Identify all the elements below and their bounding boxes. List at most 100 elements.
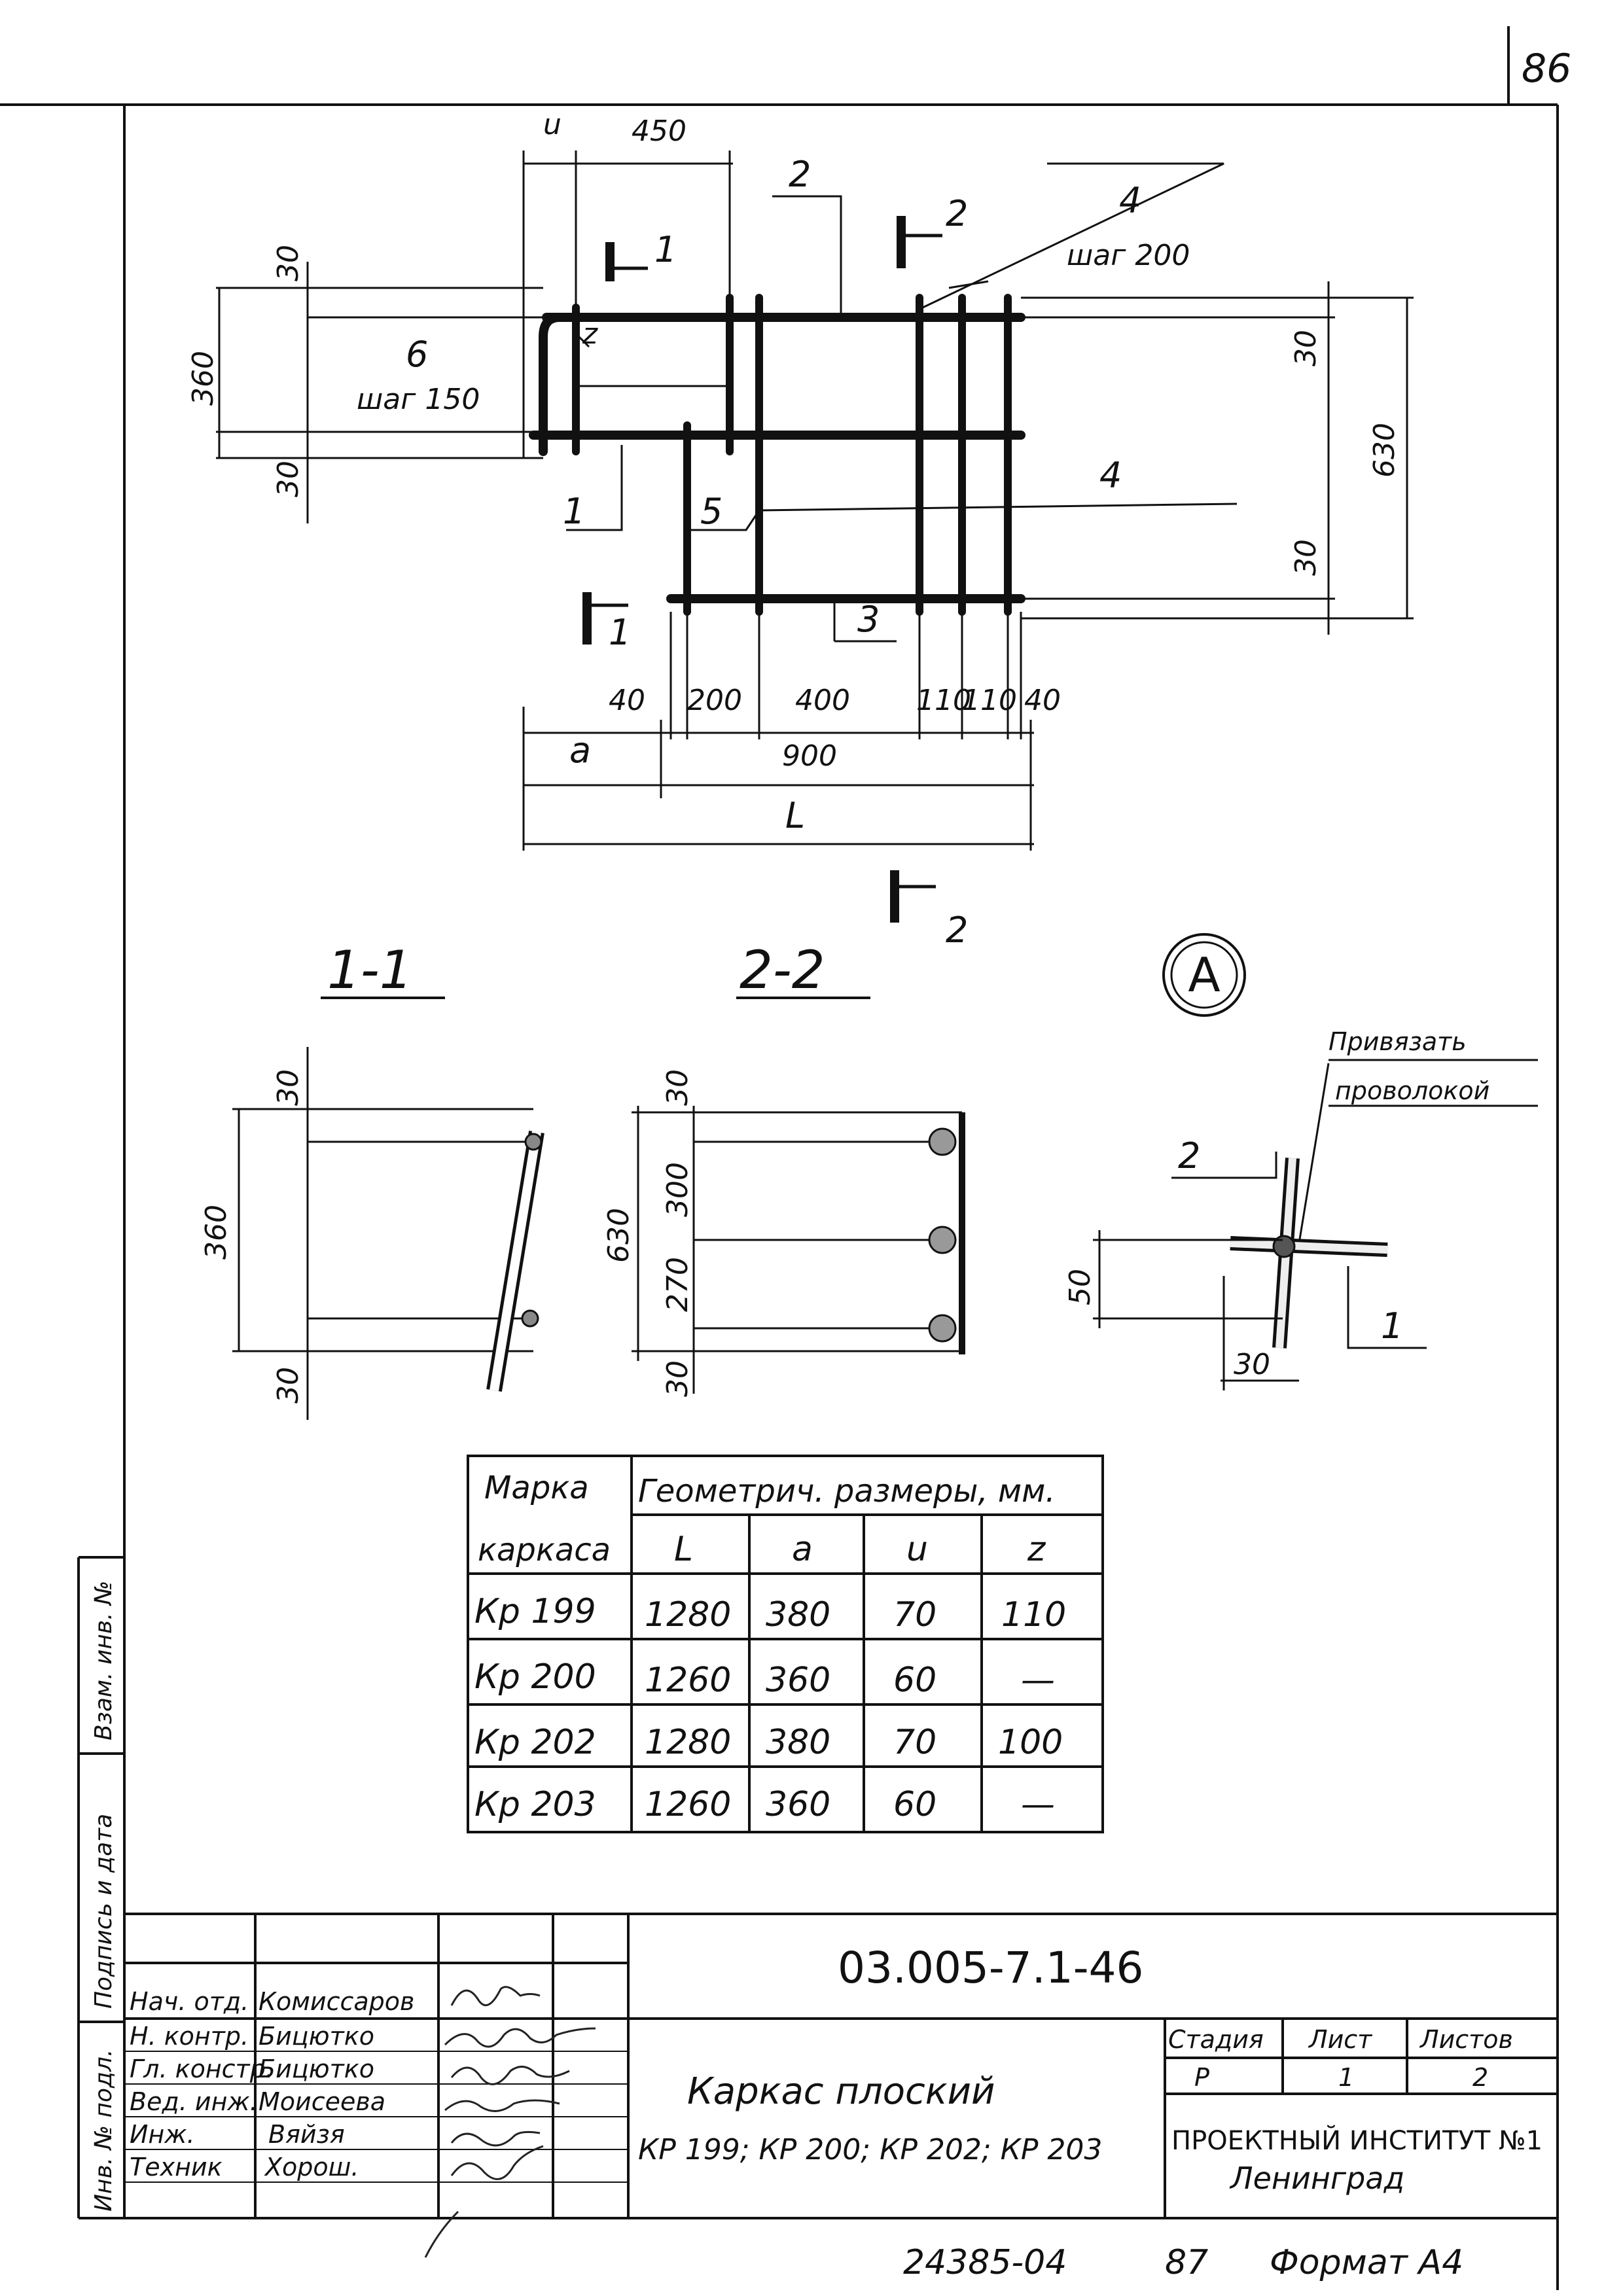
sheet-header: Лист (1308, 2025, 1373, 2054)
table-header-mark-line2: каркаса (478, 1532, 611, 1568)
detail-a-note-line1: Привязать (1329, 1027, 1467, 1056)
table-cell: 60 (893, 1785, 936, 1824)
section-2-2-title: 2-2 (740, 940, 825, 1000)
section-markers (582, 216, 942, 923)
role-engineer: Инж. (130, 2120, 195, 2149)
section-marker-2-bottom: 2 (946, 910, 968, 951)
drawing-title-line2: КР 199; КР 200; КР 202; КР 203 (638, 2133, 1102, 2166)
dim-900: 900 (782, 739, 837, 773)
side-stamp-original-inv: Инв. № подл. (90, 2049, 117, 2212)
name-lead-engineer: Моисеева (259, 2087, 385, 2116)
footer: 24385-04 87 Формат А4 (903, 2243, 1463, 2282)
signatures (424, 1986, 596, 2258)
dim-bottom-400: 400 (795, 684, 850, 717)
role-technician: Техник (130, 2153, 223, 2181)
sheets-value: 2 (1472, 2063, 1488, 2092)
stage-value: Р (1194, 2063, 1209, 2092)
detail-a-dim-50: 50 (1063, 1269, 1097, 1305)
dim-right-30-top: 30 (1289, 330, 1323, 366)
table-row: Кр 203 1260 360 60 — (474, 1785, 1055, 1824)
section-2-2-bar-2 (928, 1226, 957, 1254)
dim-right-630: 630 (1368, 423, 1401, 478)
dim-bottom-200: 200 (687, 684, 742, 717)
table-cell: Кр 200 (474, 1657, 596, 1697)
table-header-mark-line1: Марка (484, 1470, 589, 1506)
table-row: Кр 200 1260 360 60 — (474, 1657, 1055, 1700)
plan-view: u 450 30 360 30 30 630 30 40 200 400 110… (187, 108, 1414, 951)
section-2-2-dim-30-bottom: 30 (661, 1360, 694, 1397)
name-standards-control: Бицютко (259, 2022, 374, 2051)
detail-a-dim-30: 30 (1234, 1348, 1270, 1381)
detail-a-circle-inner (1170, 941, 1238, 1009)
page-number: 86 (1522, 46, 1571, 92)
dim-left-30-top: 30 (272, 245, 305, 281)
side-stamp-replacement-inv: Взам. инв. № (90, 1581, 117, 1740)
name-engineer: Вяйзя (268, 2120, 345, 2149)
dim-right-30-bottom: 30 (1289, 539, 1323, 576)
position-6: 6 (406, 334, 428, 375)
dim-top-u: u (543, 108, 562, 141)
table-cell: 1280 (645, 1595, 731, 1634)
table-cell: 360 (766, 1661, 830, 1700)
detail-a: A Привязать проволокой 2 1 50 30 (1063, 933, 1538, 1390)
dim-bottom-40-right: 40 (1024, 684, 1061, 717)
table-row: Кр 202 1280 380 70 100 (474, 1723, 1063, 1762)
section-2-2-dim-300: 300 (661, 1162, 694, 1217)
section-1-1: 1-1 30 360 30 (200, 940, 544, 1420)
section-2-2: 2-2 30 300 630 270 30 (602, 940, 965, 1397)
dim-left-30-bottom: 30 (272, 461, 305, 497)
dim-a: a (569, 730, 591, 771)
position-5: 5 (700, 491, 722, 532)
section-marker-2-top: 2 (946, 193, 968, 234)
role-chief-designer: Гл. констр. (130, 2055, 274, 2083)
detail-a-circle-outer (1162, 933, 1246, 1017)
dim-L: L (785, 795, 805, 836)
table-cell: 1260 (645, 1785, 731, 1824)
sheet-value: 1 (1338, 2063, 1354, 2092)
table-cell: — (1021, 1785, 1055, 1824)
step-200: шаг 200 (1067, 239, 1190, 272)
side-stamp: Взам. инв. № Подпись и дата Инв. № подл. (77, 1556, 124, 2219)
name-technician: Хорош. (264, 2153, 359, 2181)
table-subheader-L: L (674, 1530, 693, 1569)
table-cell: 1280 (645, 1723, 731, 1762)
archive-number: 24385-04 (903, 2243, 1067, 2282)
table-subheader-u: u (906, 1530, 928, 1569)
table-cell: Кр 199 (474, 1592, 596, 1631)
position-4-mid: 4 (1099, 455, 1122, 496)
dim-bottom-40-left: 40 (609, 684, 645, 717)
table-header-group: Геометрич. размеры, мм. (638, 1473, 1056, 1510)
section-2-2-dim-270: 270 (661, 1257, 694, 1312)
title-block: 03.005-7.1-46 Нач. отд. Н. контр. Гл. ко… (124, 1913, 1558, 2258)
paper-format: Формат А4 (1270, 2243, 1463, 2282)
section-marker-1-bottom: 1 (609, 612, 631, 653)
table-cell: Кр 202 (474, 1723, 596, 1762)
section-2-2-dim-30-top: 30 (661, 1069, 694, 1106)
role-standards-control: Н. контр. (130, 2022, 249, 2051)
table-row: Кр 199 1280 380 70 110 (474, 1592, 1066, 1634)
table-subheader-a: a (792, 1530, 813, 1569)
side-stamp-signature-date: Подпись и дата (90, 1814, 117, 2009)
section-1-1-bar-bottom (521, 1309, 539, 1328)
section-2-2-bar-3 (928, 1314, 957, 1343)
role-lead-engineer: Вед. инж. (130, 2087, 258, 2116)
plan-bars (529, 294, 1026, 616)
dimensions-table: Марка каркаса Геометрич. размеры, мм. L … (467, 1455, 1104, 1833)
stage-header: Стадия (1168, 2025, 1264, 2054)
table-cell: 380 (766, 1595, 830, 1634)
section-1-1-dim-30-top: 30 (272, 1069, 305, 1106)
dim-top-450: 450 (632, 115, 687, 148)
organization-city: Ленинград (1229, 2161, 1404, 2196)
position-3: 3 (857, 599, 880, 640)
copy-number: 87 (1165, 2243, 1208, 2282)
table-cell: 110 (1001, 1595, 1066, 1634)
detail-a-position-2: 2 (1178, 1135, 1200, 1176)
section-1-1-title: 1-1 (327, 940, 413, 1000)
plan-leaders (566, 162, 1238, 643)
dim-bottom-110-b: 110 (962, 684, 1017, 717)
table-cell: Кр 203 (474, 1785, 596, 1824)
sheet-frame (0, 26, 1559, 2290)
document-code: 03.005-7.1-46 (838, 1943, 1144, 1993)
table-cell: — (1021, 1661, 1055, 1700)
